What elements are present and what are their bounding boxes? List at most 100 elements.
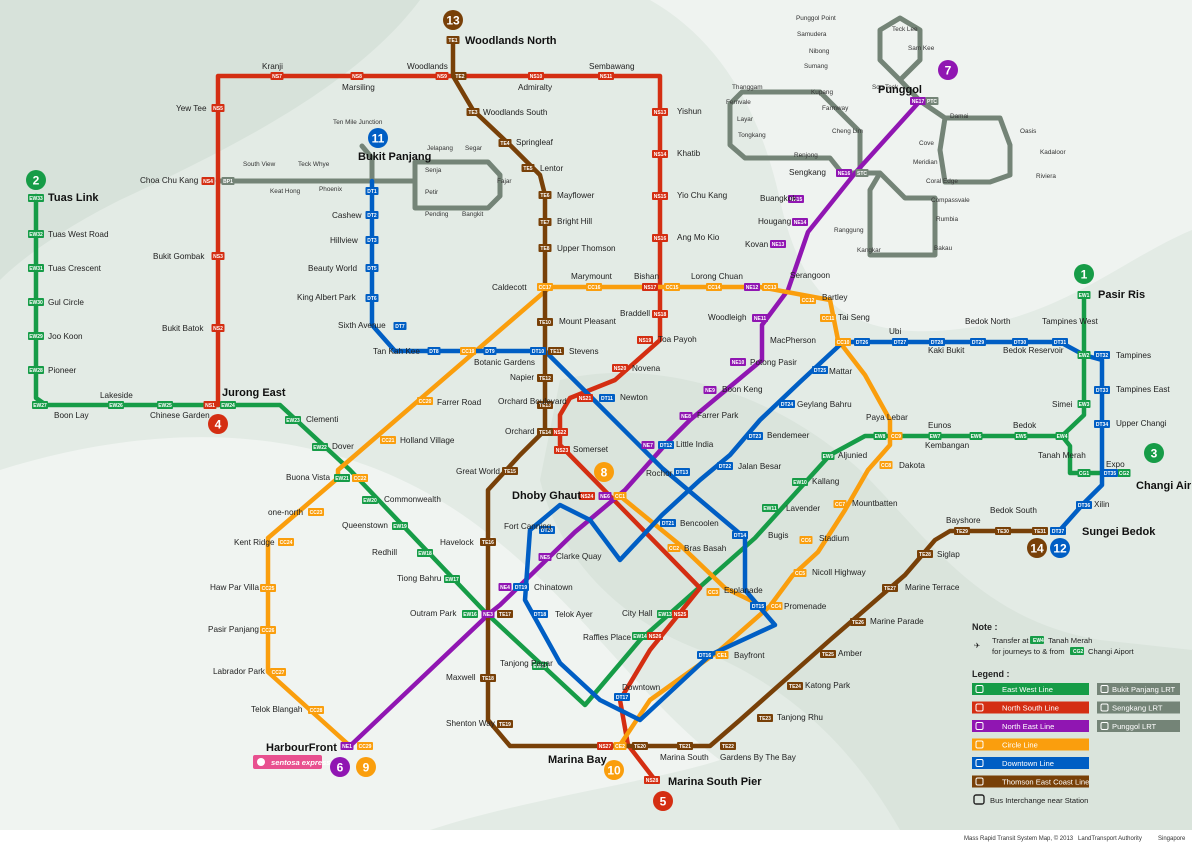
station-esplanade: Esplanade xyxy=(724,586,763,595)
station-code: DT8 xyxy=(429,349,439,355)
station-dover: Dover xyxy=(332,442,354,451)
station-code: CC15 xyxy=(666,285,679,291)
station-orchard-boulevard: Orchard Boulevard xyxy=(498,397,567,406)
station-code: EW7 xyxy=(930,434,941,440)
station-code-tag xyxy=(672,610,688,618)
station-ang-mo-kio: Ang Mo Kio xyxy=(677,233,720,242)
station-code: DT29 xyxy=(972,340,984,346)
station-code-tag xyxy=(833,500,847,508)
station-code-tag xyxy=(498,139,512,147)
station-somerset: Somerset xyxy=(573,445,609,454)
legend-swatch xyxy=(972,775,1089,788)
station-code: NE4 xyxy=(500,585,510,591)
station-code-tag xyxy=(393,322,407,330)
station-code-tag xyxy=(614,693,630,701)
station-code-tag xyxy=(787,682,803,690)
label-punggol: Punggol xyxy=(878,84,922,96)
station-code-tag xyxy=(538,218,552,226)
legend-lrt-label: Bukit Panjang LRT xyxy=(1112,685,1176,694)
station-labels: Kranji Marsiling Woodlands Admiralty Sem… xyxy=(48,15,1170,762)
station-code-tag xyxy=(365,236,379,244)
station-code: BP1 xyxy=(223,179,233,185)
station-code: DT7 xyxy=(395,324,405,330)
station-code-tag xyxy=(792,478,808,486)
station-code-tag xyxy=(538,191,552,199)
station-code: TE28 xyxy=(919,552,931,558)
station-code-tag xyxy=(720,742,736,750)
legend-bus-label: Bus Interchange near Station xyxy=(990,796,1088,805)
station-code: EW20 xyxy=(363,498,377,504)
station-tanjong-rhu: Tanjong Rhu xyxy=(777,713,823,722)
station-code: NS19 xyxy=(639,338,652,344)
station-clementi: Clementi xyxy=(306,415,338,424)
station-tanah-merah: Tanah Merah xyxy=(1038,451,1086,460)
station-code: DT26 xyxy=(856,340,868,346)
station-code: CC14 xyxy=(708,285,721,291)
station-lorong-chuan: Lorong Chuan xyxy=(691,272,743,281)
station-code-tag xyxy=(481,610,495,618)
station-code: TE30 xyxy=(997,529,1009,535)
station-eunos: Eunos xyxy=(928,421,951,430)
station-caldecott: Caldecott xyxy=(492,283,527,292)
station-code: TE21 xyxy=(679,744,691,750)
station-dakota: Dakota xyxy=(899,461,925,470)
label-harbourfront: HarbourFront xyxy=(266,742,337,754)
station-code-tag xyxy=(632,632,648,640)
station-code: TE5 xyxy=(523,166,532,172)
station-tampines: Tampines xyxy=(1116,351,1151,360)
footer: Mass Rapid Transit System Map, © 2013 La… xyxy=(964,835,1186,842)
station-one-north: one-north xyxy=(268,508,303,517)
station-code: TE14 xyxy=(539,430,551,436)
label-pasir-ris: Pasir Ris xyxy=(1098,289,1145,301)
station-gul-circle: Gul Circle xyxy=(48,298,84,307)
station-khatib: Khatib xyxy=(677,149,701,158)
station-code-tag xyxy=(362,496,378,504)
station-code: DT32 xyxy=(1096,353,1108,359)
station-code-tag xyxy=(312,443,328,451)
station-code: DT21 xyxy=(662,521,674,527)
station-yew-tee: Yew Tee xyxy=(176,104,207,113)
station-code-tag xyxy=(532,610,548,618)
station-code: DT17 xyxy=(616,695,628,701)
station-code-tag xyxy=(548,347,564,355)
station-code-tag xyxy=(995,527,1011,535)
station-code: EW6 xyxy=(971,434,982,440)
station-code-tag xyxy=(480,674,496,682)
station-code-tag xyxy=(579,492,595,500)
station-code: TE4 xyxy=(500,141,509,147)
station-bakau: Bakau xyxy=(934,245,953,252)
train-icon xyxy=(975,703,984,712)
station-xilin: Xilin xyxy=(1094,500,1110,509)
station-code: DT10 xyxy=(532,349,544,355)
station-code: DT19 xyxy=(515,585,527,591)
station-code-tag xyxy=(28,366,44,374)
station-code-tag xyxy=(855,169,869,177)
station-code-tag xyxy=(821,452,835,460)
station-code-tag xyxy=(1052,338,1068,346)
station-choa-chu-kang: Choa Chu Kang xyxy=(140,176,199,185)
station-fort-canning: Fort Canning xyxy=(504,522,552,531)
badge-hf-cc: 9 xyxy=(363,761,370,775)
legend-swatch xyxy=(972,720,1089,732)
station-code: NS5 xyxy=(213,106,223,112)
station-riviera: Riviera xyxy=(1036,173,1056,180)
station-code-tag xyxy=(1055,432,1069,440)
station-lavender: Lavender xyxy=(786,504,820,513)
station-petir: Petir xyxy=(425,189,439,196)
station-code-tag xyxy=(350,72,364,80)
station-code: NE1 xyxy=(342,744,352,750)
station-code: TE18 xyxy=(482,676,494,682)
station-toa-payoh: Toa Payoh xyxy=(658,335,697,344)
station-code: EW14 xyxy=(633,634,647,640)
station-code: NS2 xyxy=(213,326,223,332)
badge-cc: 10 xyxy=(607,764,621,778)
station-code: DT22 xyxy=(719,464,731,470)
station-soo-teck: Soo Teck xyxy=(872,84,899,91)
station-code-tag xyxy=(28,298,44,306)
station-code-tag xyxy=(1050,527,1066,535)
station-code: DT2 xyxy=(367,213,377,219)
station-oasis: Oasis xyxy=(1020,128,1036,135)
station-code: NS8 xyxy=(352,74,362,80)
station-tuas-crescent: Tuas Crescent xyxy=(48,264,102,273)
